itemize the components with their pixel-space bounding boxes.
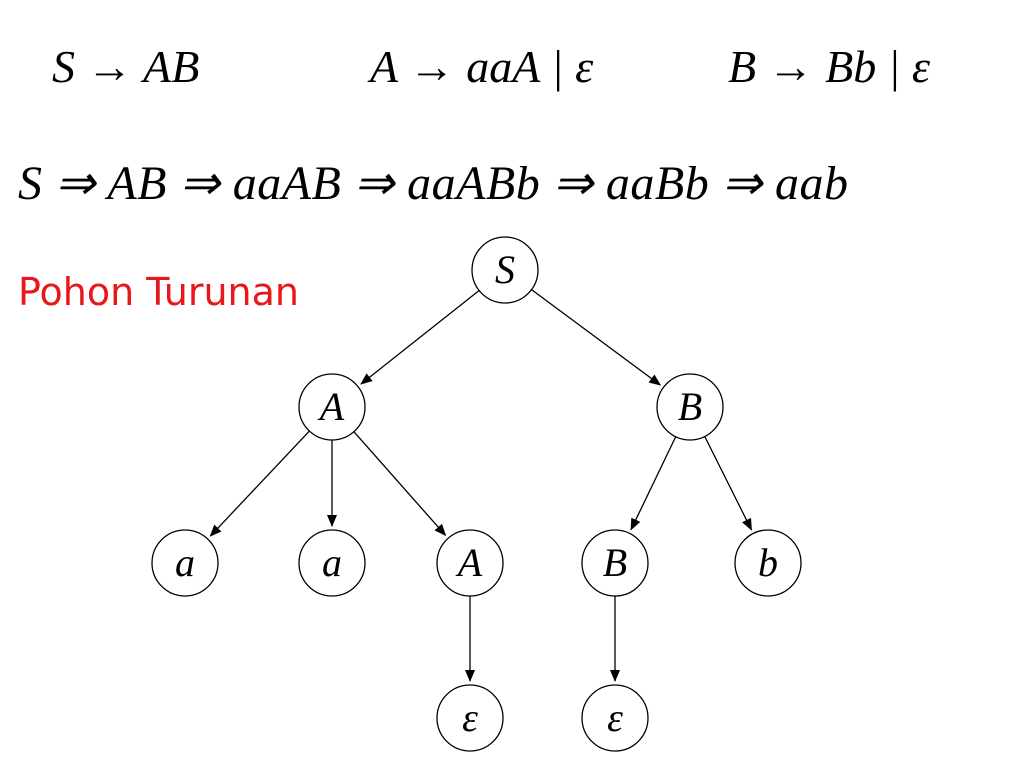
node-circle [151, 529, 219, 597]
tree-node-eps2: ε [581, 684, 649, 752]
derivation-sequence: S ⇒ AB ⇒ aaAB ⇒ aaABb ⇒ aaBb ⇒ aab [18, 157, 849, 210]
edge-S-A1 [360, 289, 480, 385]
edge-A1-a1 [209, 430, 310, 537]
node-circle [436, 684, 504, 752]
tree-node-eps1: ε [436, 684, 504, 752]
node-circle [734, 529, 802, 597]
node-label: a [175, 540, 195, 585]
production-rule-a: A → aaA | ε [370, 41, 594, 92]
edge-A1-A2 [353, 431, 447, 537]
node-label: S [495, 247, 515, 292]
production-rule-s: S → AB [52, 41, 200, 92]
node-label: b [758, 540, 778, 585]
tree-node-b1: b [734, 529, 802, 597]
node-circle [436, 529, 504, 597]
node-label: B [678, 384, 702, 429]
tree-node-a1: a [151, 529, 219, 597]
node-label: B [603, 540, 627, 585]
tree-node-B1: B [656, 373, 724, 441]
tree-node-B2: B [581, 529, 649, 597]
node-label: a [322, 540, 342, 585]
tree-heading: Pohon Turunan [18, 270, 299, 314]
tree-node-a2: a [298, 529, 366, 597]
node-circle [656, 373, 724, 441]
node-circle [298, 373, 366, 441]
node-label: A [455, 540, 483, 585]
node-circle [298, 529, 366, 597]
node-label: ε [462, 695, 478, 740]
tree-node-A1: A [298, 373, 366, 441]
tree-node-A2: A [436, 529, 504, 597]
node-circle [581, 529, 649, 597]
tree-edges [209, 289, 753, 682]
edge-S-B1 [531, 289, 662, 386]
edge-B1-b1 [704, 436, 753, 531]
node-label: ε [607, 695, 623, 740]
node-label: A [317, 384, 345, 429]
production-rule-b: B → Bb | ε [728, 41, 930, 92]
edge-B1-B2 [630, 436, 677, 531]
tree-node-S: S [471, 236, 539, 304]
node-circle [471, 236, 539, 304]
node-circle [581, 684, 649, 752]
